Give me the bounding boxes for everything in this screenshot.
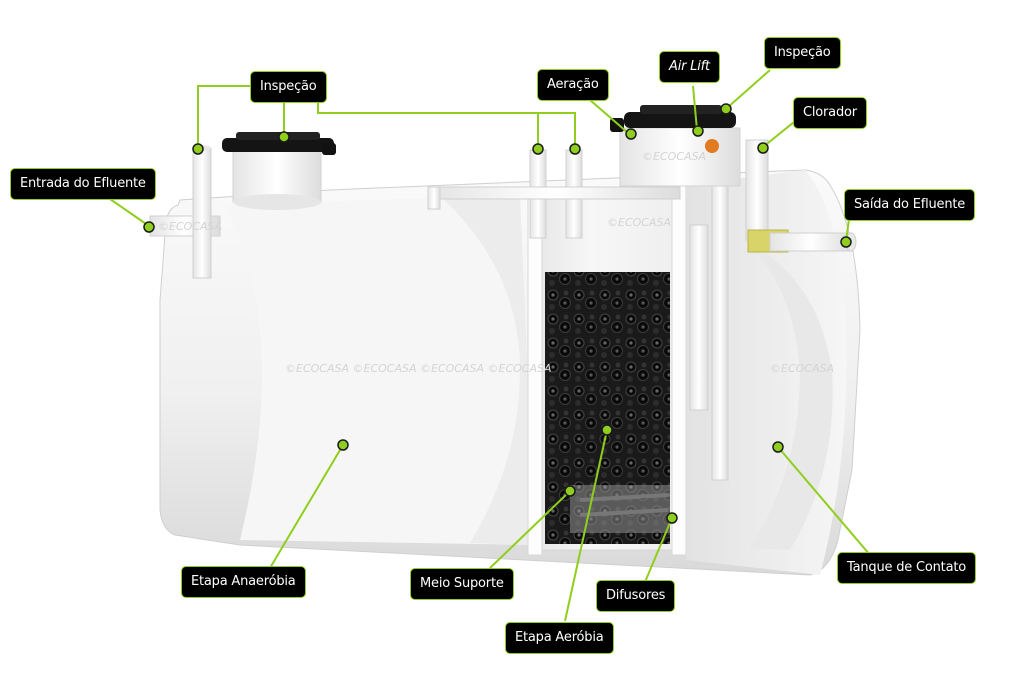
pointer-dots [143,103,852,524]
dot-inspecao-right [720,103,732,115]
anaerobic-chamber [225,195,535,545]
dot-anaerobia [337,439,349,451]
inspection-riser-left [222,132,336,210]
label-tanque-contato: Tanque de Contato [837,552,976,584]
dot-saida [840,236,852,248]
aerobic-chamber [531,194,685,551]
dot-aeracao [625,128,637,140]
label-difusores: Difusores [596,580,676,612]
inspection-riser-right [610,105,741,187]
watermark-contact: ©ECOCASA [770,362,835,375]
leader-lines [109,69,871,622]
dot-air-lift [692,125,704,137]
dot-meio-suporte [564,485,576,497]
dot-clorador [757,142,769,154]
inlet-pipe [149,145,221,279]
label-aeracao: Aeração [537,69,609,101]
watermark-aerobic: ©ECOCASA [607,216,672,229]
dot-inspecao-pipe-2 [569,143,581,155]
air-lift-valve [705,139,719,153]
label-etapa-anaerobia: Etapa Anaeróbia [181,566,306,598]
label-saida-efluente: Saída do Efluente [844,189,976,221]
label-etapa-aerobia: Etapa Aeróbia [505,622,614,654]
dot-inspecao-left-lid [278,131,290,143]
dot-inspecao-left-pipe [192,143,204,155]
label-air-lift: Air Lift [659,51,720,83]
label-clorador: Clorador [793,97,867,129]
dot-entrada [143,221,155,233]
watermark-anaerobic: ©ECOCASA ©ECOCASA ©ECOCASA ©ECOCASA [285,362,552,375]
dot-tanque-contato [772,441,784,453]
dot-difusores [666,512,678,524]
label-inspecao-right: Inspeção [764,37,841,69]
baffle-wall-1 [527,194,543,556]
watermark-top-box: ©ECOCASA [642,150,707,163]
label-meio-suporte: Meio Suporte [410,568,514,600]
label-entrada-efluente: Entrada do Efluente [10,168,156,200]
dot-inspecao-pipe-1 [532,143,544,155]
watermark-inlet: ©ECOCASA [158,220,223,233]
label-inspecao-left: Inspeção [250,71,327,103]
dot-aerobia [601,424,613,436]
vent-pipes [427,149,729,481]
baffle-wall-2 [671,179,687,556]
